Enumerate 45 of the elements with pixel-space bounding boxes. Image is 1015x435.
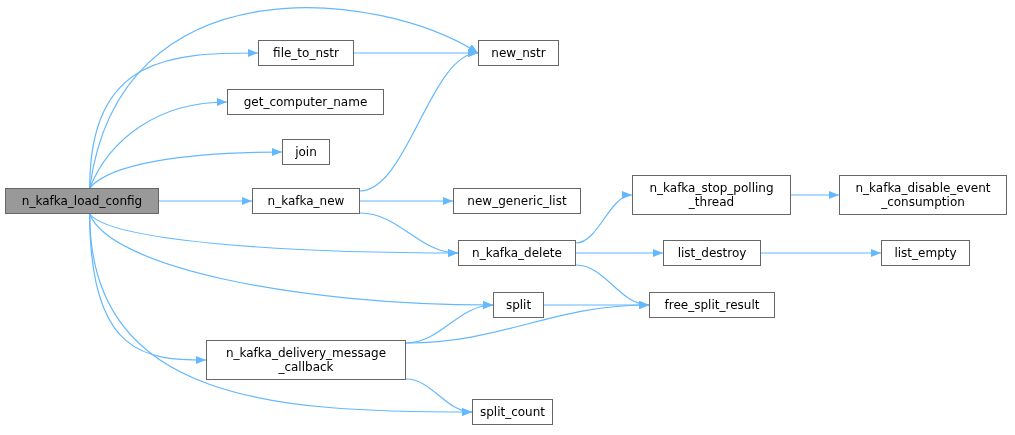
call-arrow xyxy=(359,197,454,205)
function-box xyxy=(493,292,544,318)
function-name: new_generic_list xyxy=(467,194,567,208)
function-name: n_kafka_disable_event _consumption xyxy=(854,181,992,209)
call-arrow xyxy=(790,191,840,199)
function-name: list_empty xyxy=(894,246,957,260)
call-arrow xyxy=(89,148,283,189)
function-box xyxy=(282,139,330,165)
call-arrow xyxy=(359,212,459,257)
function-name: file_to_nstr xyxy=(273,46,339,60)
call-arrow xyxy=(158,197,253,205)
function-box xyxy=(206,340,406,380)
call-arrow xyxy=(575,249,664,257)
function-box xyxy=(663,240,761,266)
call-arrow xyxy=(575,192,633,244)
function-box xyxy=(632,175,791,215)
call-arrow xyxy=(89,98,228,189)
function-name: n_kafka_delete xyxy=(472,246,562,260)
function-box xyxy=(881,240,970,266)
function-name: n_kafka_delivery_message _callback xyxy=(224,346,388,374)
function-box xyxy=(478,40,559,66)
function-name: n_kafka_stop_polling _thread xyxy=(648,181,775,209)
function-box xyxy=(227,89,384,115)
function-box xyxy=(839,175,1007,215)
call-arrow xyxy=(760,249,882,257)
function-name: split_count xyxy=(479,405,546,419)
function-box xyxy=(472,399,553,425)
function-box xyxy=(252,188,360,214)
function-name: free_split_result xyxy=(664,298,760,312)
function-name: get_computer_name xyxy=(243,95,368,109)
function-name: new_nstr xyxy=(491,46,546,60)
call-arrow xyxy=(543,301,650,309)
call-arrow xyxy=(405,378,473,415)
function-box xyxy=(649,292,775,318)
function-box xyxy=(258,40,354,66)
function-box xyxy=(5,188,159,214)
call-arrow xyxy=(359,51,479,192)
function-name: n_kafka_load_config xyxy=(21,194,143,208)
function-box xyxy=(453,188,581,214)
function-name: list_destroy xyxy=(677,246,747,260)
function-name: n_kafka_new xyxy=(267,194,345,208)
call-arrow xyxy=(89,49,259,189)
function-name: join xyxy=(295,145,317,159)
function-box xyxy=(458,240,576,266)
function-name: split xyxy=(505,298,532,312)
